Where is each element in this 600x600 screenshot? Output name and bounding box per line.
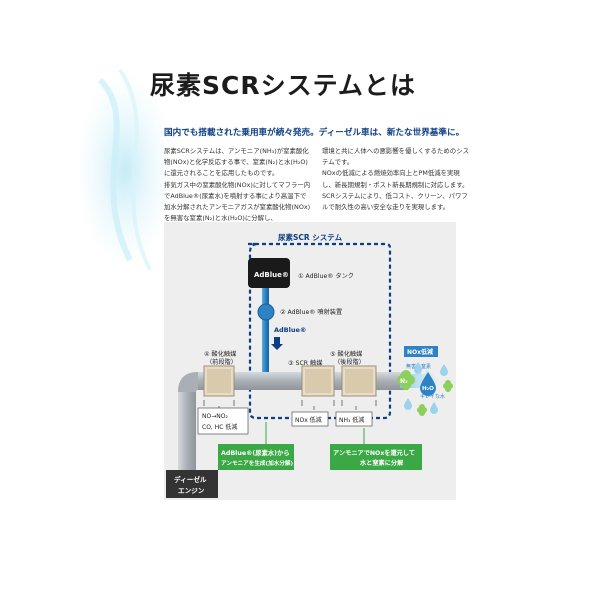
- scr-catalyst: [301, 365, 335, 397]
- adblue-injector: [257, 303, 275, 321]
- water-drop-icon: [404, 398, 412, 410]
- svg-text:ディーゼル: ディーゼル: [174, 475, 207, 484]
- paragraph: 尿素SCRシステムは、アンモニア(NH₃)が窒素酸化物(NOx)と化学反応する事…: [164, 147, 309, 178]
- svg-text:CO, HC 低減: CO, HC 低減: [202, 423, 237, 431]
- water-drop-icon: [414, 362, 422, 374]
- svg-text:エンジン: エンジン: [178, 487, 205, 495]
- exhaust-pipe-elbow: [178, 372, 204, 392]
- svg-text:AdBlue®(尿素水)から: AdBlue®(尿素水)から: [221, 448, 290, 457]
- paragraph: NOxの低減による燃焼効率向上とPM低減を実現し、新長期規制・ポスト新長期規制に…: [322, 169, 469, 212]
- svg-text:NH₃ 低減: NH₃ 低減: [339, 416, 364, 424]
- body-column-left: 尿素SCRシステムは、アンモニア(NH₃)が窒素酸化物(NOx)と化学反応する事…: [164, 146, 312, 224]
- water-drop-icon: H₂O: [420, 372, 436, 396]
- nox-reduced-badge: NOx低減: [404, 346, 438, 357]
- headline: 国内でも搭載された乗用車が続々発売。ディーゼル車は、新たな世界基準に。: [164, 128, 465, 138]
- clean-water-label: キレイな水: [420, 393, 445, 400]
- svg-text:NOx 低減: NOx 低減: [295, 416, 322, 424]
- adblue-tank: AdBlue®: [248, 258, 290, 288]
- exhaust-pipe-vertical: [178, 390, 196, 470]
- svg-text:アンモニアでNOxを還元して: アンモニアでNOxを還元して: [333, 449, 415, 457]
- oxidation-catalyst-front: [203, 365, 235, 397]
- callout-oxidation-rear-sub: （後段階）: [334, 358, 365, 366]
- body-column-right: 環境と共に人体への悪影響を優しくするためのシステムです。 NOxの低減による燃焼…: [322, 146, 472, 213]
- callout-injector: ② AdBlue® 噴射装置: [280, 308, 342, 316]
- info-box-front: NO→NO₂ CO, HC 低減: [197, 407, 249, 435]
- svg-text:H₂O: H₂O: [422, 386, 434, 392]
- callout-oxidation-rear: ⑤ 酸化触媒: [330, 350, 363, 358]
- nitrogen-clover-icon: N₂: [397, 370, 415, 390]
- flow-label: AdBlue®: [274, 326, 306, 334]
- scr-system-diagram: 尿素SCR システム AdBlue®: [166, 232, 453, 498]
- info-box-nh3: NH₃ 低減: [335, 411, 373, 427]
- svg-text:アンモニアを生成(加水分解): アンモニアを生成(加水分解): [221, 459, 293, 467]
- svg-text:NOx低減: NOx低減: [407, 348, 433, 356]
- water-drop-icon: [440, 364, 448, 376]
- svg-text:NO→NO₂: NO→NO₂: [202, 413, 228, 420]
- water-drop-icon: [430, 402, 438, 414]
- green-box-ammonia: AdBlue®(尿素水)から アンモニアを生成(加水分解): [218, 444, 294, 470]
- svg-text:水と窒素に分解: 水と窒素に分解: [360, 459, 404, 467]
- diesel-engine: ディーゼル エンジン: [166, 470, 218, 498]
- adblue-feed-pipe: [262, 284, 269, 384]
- flow-down-arrow-icon: [271, 337, 283, 350]
- decorative-swirl: [75, 68, 175, 271]
- oxidation-catalyst-rear: [341, 365, 377, 397]
- callout-tank: ① AdBlue® タンク: [298, 272, 354, 280]
- bracket-line: [341, 400, 377, 410]
- paragraph: 排気ガス中の窒素酸化物(NOx)に対してマフラー内でAdBlue®(尿素水)を噴…: [164, 180, 311, 223]
- svg-text:N₂: N₂: [400, 378, 408, 385]
- callout-oxidation-front: ④ 酸化触媒: [204, 350, 237, 358]
- page-title: 尿素SCRシステムとは: [150, 71, 416, 100]
- info-box-nox: NOx 低減: [291, 411, 329, 427]
- callout-oxidation-front-sub: （前段階）: [206, 358, 237, 366]
- paragraph: 環境と共に人体への悪影響を優しくするためのシステムです。: [322, 147, 469, 167]
- green-box-reduction: アンモニアでNOxを還元して 水と窒素に分解: [330, 444, 422, 470]
- clover-icon: [417, 404, 427, 416]
- clover-icon: [443, 380, 453, 392]
- callout-scr: ③ SCR 触媒: [288, 359, 323, 367]
- diagram-title: 尿素SCR システム: [278, 232, 343, 242]
- bracket-line: [301, 400, 335, 410]
- svg-text:AdBlue®: AdBlue®: [254, 271, 289, 279]
